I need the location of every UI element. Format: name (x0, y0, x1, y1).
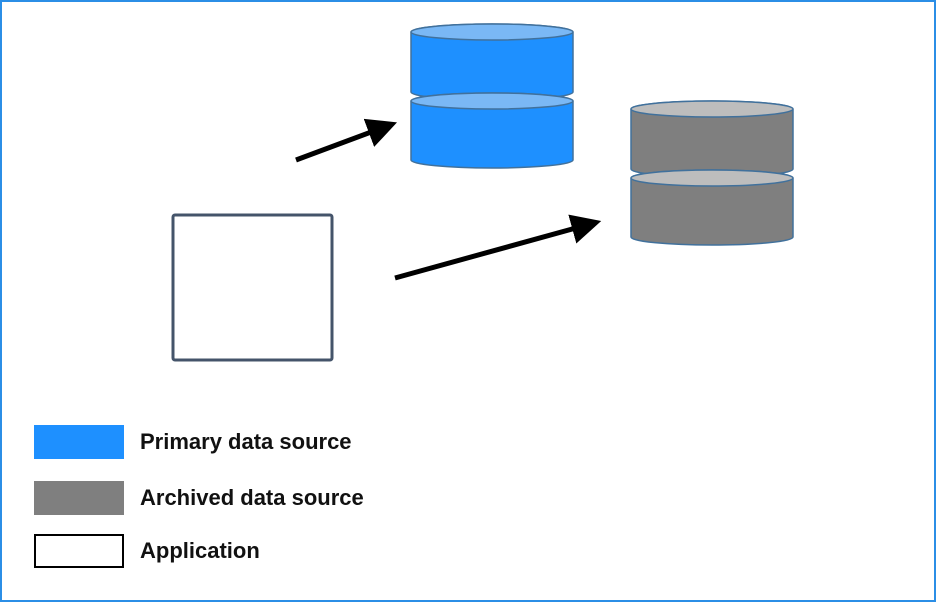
legend-swatch-primary (34, 425, 124, 459)
legend-label-primary: Primary data source (140, 429, 352, 454)
archived-lower-disk-top (630, 169, 794, 187)
legend-swatch-application (34, 534, 124, 568)
legend-label-application: Application (140, 538, 260, 563)
legend-label-archived: Archived data source (140, 485, 364, 510)
primary-lower-disk-top (410, 92, 574, 110)
arrow-to-archived (394, 214, 602, 281)
primary-upper-disk-top (410, 23, 574, 41)
arrow-to-primary (295, 118, 398, 163)
primary-database-icon (410, 23, 574, 169)
archived-upper-disk-top (630, 100, 794, 118)
archived-database-icon (630, 100, 794, 246)
legend-item-archived: Archived data source (34, 480, 364, 516)
legend-item-application: Application (34, 533, 260, 569)
legend-swatch-archived (34, 481, 124, 515)
legend-item-primary: Primary data source (34, 424, 352, 460)
application-box (171, 213, 334, 362)
